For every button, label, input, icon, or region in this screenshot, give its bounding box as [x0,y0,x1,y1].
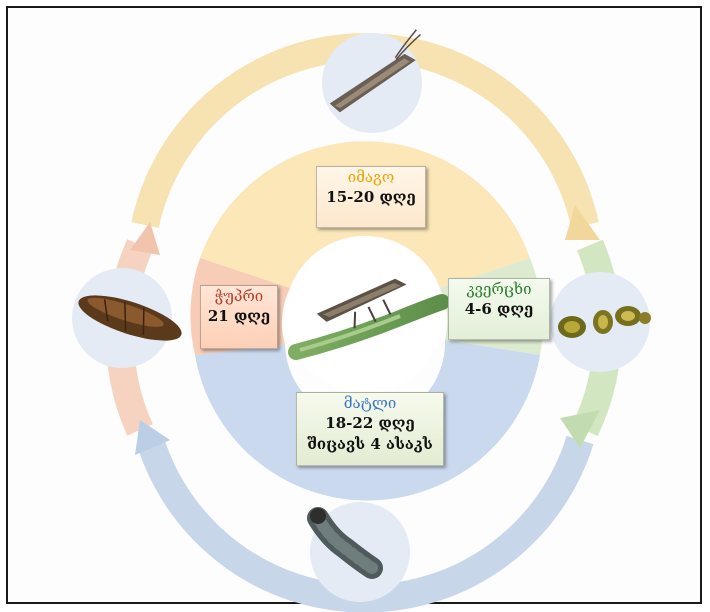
stage-name-adult: იმაგო [317,167,425,187]
stage-duration-adult: 15-20 დღე [317,187,425,207]
stage-label-adult: იმაგო 15-20 დღე [316,166,426,228]
stage-label-larva: მატლი 18-22 დღე შიცავს 4 ასაკს [296,392,444,466]
stage-label-pupa: ჭუპრი 21 დღე [200,285,278,349]
stage-label-egg: კვერცხი 4-6 დღე [448,278,550,340]
stage-duration-larva: 18-22 დღე [297,413,443,433]
stage-duration-egg: 4-6 დღე [449,299,549,319]
stage-duration-pupa: 21 დღე [201,306,277,326]
stage-name-larva: მატლი [297,393,443,413]
stage-name-pupa: ჭუპრი [201,286,277,306]
stage-name-egg: კვერცხი [449,279,549,299]
stage-note-larva: შიცავს 4 ასაკს [297,434,443,454]
